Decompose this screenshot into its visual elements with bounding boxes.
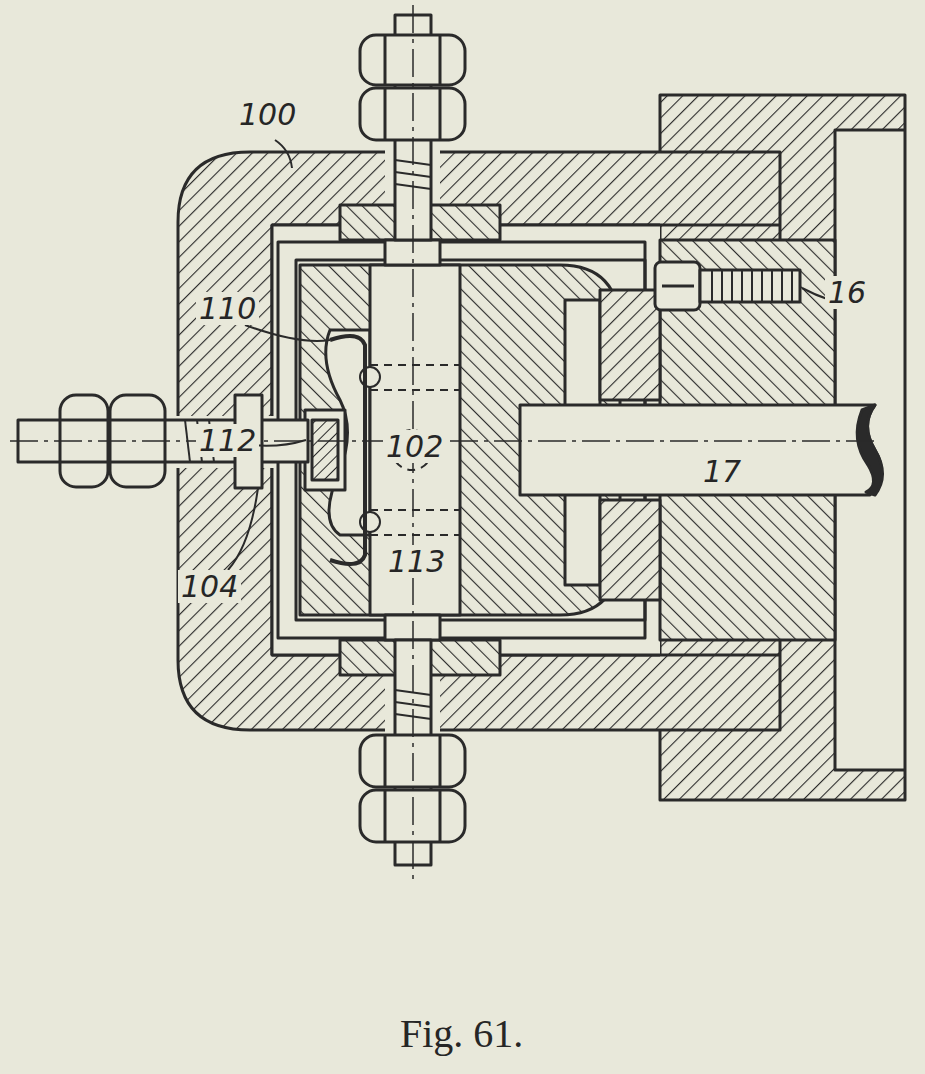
callout-number: 17 xyxy=(700,455,744,488)
callout-number: 100 xyxy=(236,98,299,131)
callout-number: 104 xyxy=(178,570,241,603)
callout-number: 102 xyxy=(383,430,446,463)
figure-caption: Fig. 61. xyxy=(400,1010,523,1057)
callout-number: 113 xyxy=(385,545,448,578)
callout-number: 112 xyxy=(196,424,259,457)
callout-number: 110 xyxy=(196,292,259,325)
callout-number: 16 xyxy=(825,276,869,309)
